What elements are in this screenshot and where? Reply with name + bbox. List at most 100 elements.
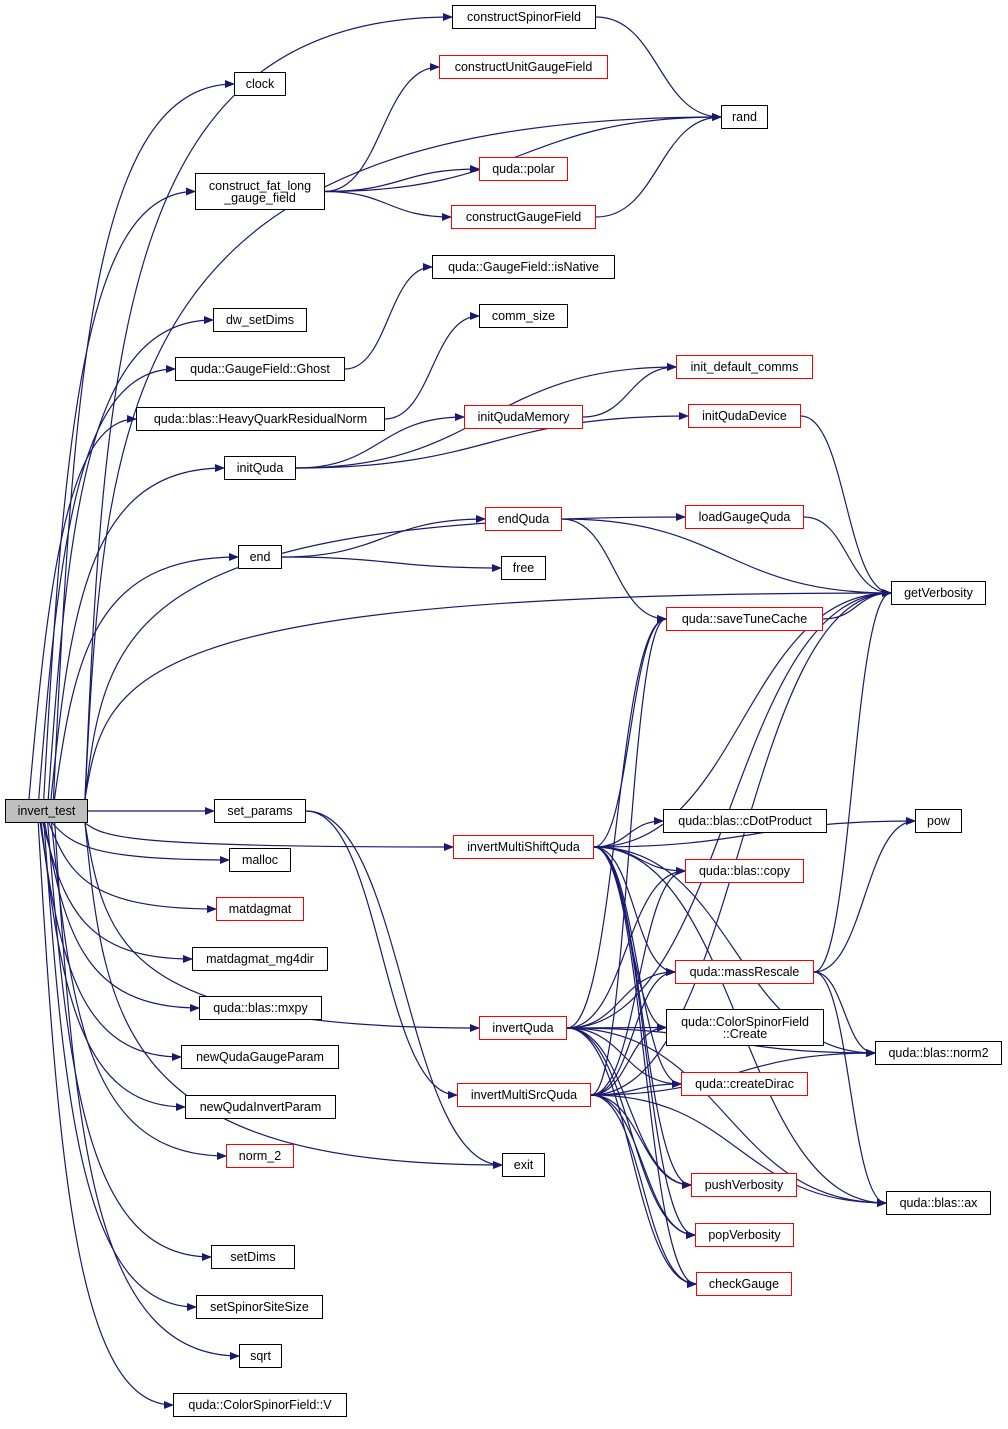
edge-initQuda-to-initQudaMemory bbox=[295, 413, 465, 469]
node-matdagmat[interactable]: matdagmat bbox=[216, 897, 304, 921]
edge-set_params-to-invertMultiSrcQuda bbox=[305, 810, 458, 1099]
edge-massRescale-to-pow bbox=[813, 817, 916, 973]
node-heavyquarkresidualnorm[interactable]: quda::blas::HeavyQuarkResidualNorm bbox=[136, 407, 385, 431]
edge-endQuda-to-getVerbosity bbox=[561, 518, 892, 597]
edge-invert_test-to-loadGaugeQuda bbox=[84, 513, 686, 800]
edge-initQudaDevice-to-getVerbosity bbox=[800, 415, 892, 597]
edge-invert_test-to-mxpy bbox=[44, 822, 200, 1012]
edge-massRescale-to-ax bbox=[813, 971, 887, 1207]
node-sqrt[interactable]: sqrt bbox=[239, 1344, 282, 1368]
node-free[interactable]: free bbox=[501, 556, 546, 580]
node-setspinorsitesize[interactable]: setSpinorSiteSize bbox=[196, 1295, 323, 1319]
edge-invert_test-to-setDims bbox=[47, 822, 212, 1261]
edge-invert_test-to-setSpinorSiteSize bbox=[43, 822, 197, 1311]
edge-invert_test-to-malloc bbox=[51, 822, 230, 864]
node-norm-2[interactable]: norm_2 bbox=[226, 1144, 294, 1168]
edge-endQuda-to-saveTuneCache bbox=[561, 518, 667, 623]
node-getverbosity[interactable]: getVerbosity bbox=[891, 581, 986, 605]
node-end[interactable]: end bbox=[238, 545, 282, 569]
node-cdotproduct[interactable]: quda::blas::cDotProduct bbox=[663, 809, 827, 833]
edge-invertQuda-to-massRescale bbox=[566, 968, 676, 1029]
edge-invertMultiSrcQuda-to-pushVerbosity bbox=[590, 1094, 692, 1189]
node-setdims[interactable]: setDims bbox=[211, 1245, 295, 1269]
node-isnative[interactable]: quda::GaugeField::isNative bbox=[432, 255, 615, 279]
edge-invert_test-to-matdagmat bbox=[48, 822, 217, 913]
edge-invert_test-to-HeavyQuarkResidualNorm bbox=[28, 415, 137, 800]
node-v[interactable]: quda::ColorSpinorField::V bbox=[173, 1393, 347, 1417]
node-matdagmat-mg4dir[interactable]: matdagmat_mg4dir bbox=[192, 947, 328, 971]
node-constructspinorfield[interactable]: constructSpinorField bbox=[452, 5, 596, 29]
node-initqudadevice[interactable]: initQudaDevice bbox=[688, 404, 801, 428]
edge-invert_test-to-constructSpinorField bbox=[84, 13, 453, 800]
edge-end-to-endQuda bbox=[281, 515, 486, 558]
node-dw-setdims[interactable]: dw_setDims bbox=[213, 308, 307, 332]
edge-invert_test-to-invertMultiShiftQuda bbox=[84, 822, 454, 851]
node-ghost[interactable]: quda::GaugeField::Ghost bbox=[175, 357, 345, 381]
node-invert-test: invert_test bbox=[5, 799, 88, 823]
edge-invertMultiSrcQuda-to-checkGauge bbox=[590, 1094, 697, 1288]
node-pushverbosity[interactable]: pushVerbosity bbox=[691, 1173, 797, 1197]
edge-invert_test-to-dw_setDims bbox=[47, 316, 214, 800]
edge-invert_test-to-getVerbosity bbox=[84, 589, 892, 800]
node-checkgauge[interactable]: checkGauge bbox=[696, 1272, 792, 1296]
node-massrescale[interactable]: quda::massRescale bbox=[675, 960, 814, 984]
node-popverbosity[interactable]: popVerbosity bbox=[695, 1223, 794, 1247]
node-constructunitgaugefield[interactable]: constructUnitGaugeField bbox=[439, 55, 608, 79]
node-init-default-comms[interactable]: init_default_comms bbox=[676, 355, 813, 379]
edge-end-to-free bbox=[281, 556, 502, 572]
node-construct-fat-long[interactable]: construct_fat_long _gauge_field bbox=[195, 173, 325, 210]
node-create[interactable]: quda::ColorSpinorField ::Create bbox=[666, 1009, 824, 1046]
node-ax[interactable]: quda::blas::ax bbox=[886, 1191, 991, 1215]
node-invertquda[interactable]: invertQuda bbox=[479, 1016, 567, 1040]
node-initquda[interactable]: initQuda bbox=[224, 456, 296, 480]
node-createdirac[interactable]: quda::createDirac bbox=[681, 1072, 808, 1096]
edge-invertQuda-to-createDirac bbox=[566, 1027, 682, 1088]
edge-invertQuda-to-checkGauge bbox=[566, 1027, 697, 1288]
node-newqudagaugeparam[interactable]: newQudaGaugeParam bbox=[181, 1045, 339, 1069]
edge-invert_test-to-invertQuda bbox=[84, 822, 480, 1032]
node-constructgaugefield[interactable]: constructGaugeField bbox=[451, 205, 596, 229]
edge-Ghost-to-isNative bbox=[344, 263, 433, 370]
edge-construct_fat_long-to-polar bbox=[324, 165, 480, 193]
edge-invertMultiShiftQuda-to-cDotProduct bbox=[593, 817, 664, 848]
node-initqudamemory[interactable]: initQudaMemory bbox=[464, 405, 583, 429]
node-polar[interactable]: quda::polar bbox=[479, 157, 568, 181]
node-norm2[interactable]: quda::blas::norm2 bbox=[875, 1041, 1002, 1065]
edge-invert_test-to-newQudaInvertParam bbox=[40, 822, 186, 1111]
node-invertmultisrcquda[interactable]: invertMultiSrcQuda bbox=[457, 1083, 591, 1107]
node-savetunecache[interactable]: quda::saveTuneCache bbox=[666, 607, 823, 631]
edge-invertQuda-to-ax bbox=[566, 1027, 887, 1207]
edge-massRescale-to-getVerbosity bbox=[813, 589, 892, 973]
edge-invert_test-to-construct_fat_long bbox=[43, 187, 196, 800]
edge-invertMultiSrcQuda-to-massRescale bbox=[590, 968, 676, 1096]
edge-invert_test-to-exit bbox=[84, 822, 503, 1169]
node-malloc[interactable]: malloc bbox=[229, 848, 291, 872]
edge-invertMultiShiftQuda-to-popVerbosity bbox=[593, 846, 696, 1239]
node-set-params[interactable]: set_params bbox=[214, 799, 306, 823]
node-endquda[interactable]: endQuda bbox=[485, 507, 562, 531]
node-comm-size[interactable]: comm_size bbox=[479, 304, 568, 328]
node-invertmultishiftquda[interactable]: invertMultiShiftQuda bbox=[453, 835, 594, 859]
edge-invertMultiSrcQuda-to-getVerbosity bbox=[590, 589, 892, 1096]
edge-set_params-to-exit bbox=[305, 810, 503, 1169]
node-pow[interactable]: pow bbox=[915, 809, 962, 833]
edge-invert_test-to-rand bbox=[84, 113, 722, 800]
edge-invert_test-to-V bbox=[37, 822, 174, 1409]
edge-massRescale-to-norm2 bbox=[813, 971, 876, 1057]
edge-invertMultiShiftQuda-to-saveTuneCache bbox=[593, 615, 667, 848]
edge-invertMultiSrcQuda-to-saveTuneCache bbox=[590, 615, 667, 1096]
node-mxpy[interactable]: quda::blas::mxpy bbox=[199, 996, 322, 1020]
node-newqudainvertparam[interactable]: newQudaInvertParam bbox=[185, 1095, 336, 1119]
edge-initQudaMemory-to-init_default_comms bbox=[582, 363, 677, 418]
edge-invertMultiSrcQuda-to-popVerbosity bbox=[590, 1094, 696, 1239]
node-exit[interactable]: exit bbox=[502, 1153, 545, 1177]
node-copy[interactable]: quda::blas::copy bbox=[685, 859, 804, 883]
edge-invertMultiShiftQuda-to-norm2 bbox=[593, 846, 876, 1057]
node-rand[interactable]: rand bbox=[721, 105, 768, 129]
edge-construct_fat_long-to-rand bbox=[324, 113, 722, 193]
node-loadgaugequda[interactable]: loadGaugeQuda bbox=[685, 505, 804, 529]
edge-invertMultiSrcQuda-to-copy bbox=[590, 867, 686, 1096]
edge-constructSpinorField-to-rand bbox=[595, 16, 722, 121]
node-clock[interactable]: clock bbox=[234, 72, 286, 96]
